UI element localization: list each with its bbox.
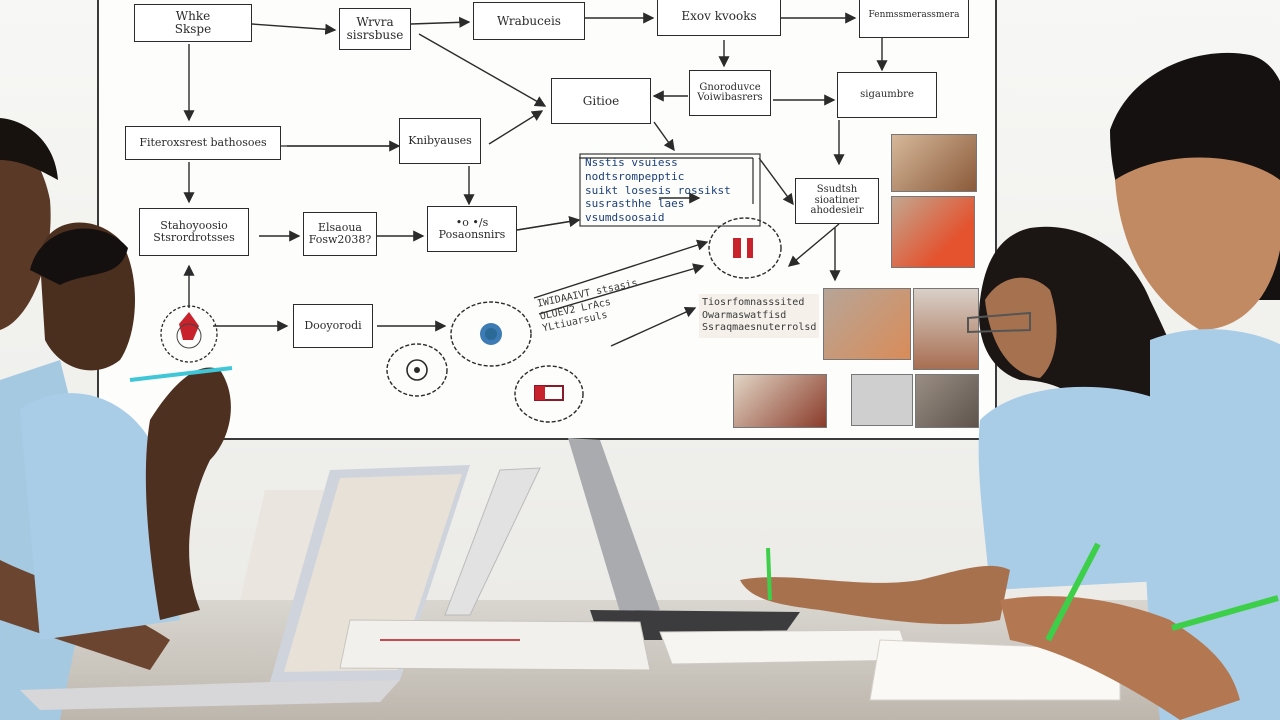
arrow (758, 157, 794, 206)
flowchart-arrows (160, 12, 888, 423)
connector-line (516, 219, 580, 231)
flowchart-box: •o •/s Posaonsnirs (427, 206, 517, 252)
notebooks (339, 619, 1121, 701)
student-far-right (1000, 52, 1280, 720)
doodle-eye (386, 343, 448, 397)
flowchart-box: Exov kvooks (657, 0, 781, 36)
flowchart-box: Knibyauses (399, 118, 481, 164)
photo-thumbnail (733, 374, 827, 428)
note-border (579, 153, 761, 227)
whiteboard: Whke Skspe Wrvra sisrsbuse Wrabuceis Exo… (97, 0, 997, 440)
flowchart-box: Wrvra sisrsbuse (339, 8, 411, 50)
laptop-left (20, 465, 470, 710)
photo-thumbnail (915, 374, 979, 428)
photo-thumbnail (891, 134, 977, 192)
doodle-globe (450, 301, 532, 367)
arrow (418, 33, 547, 107)
flowchart-box: Whke Skspe (134, 4, 252, 42)
laptop-center (444, 438, 800, 640)
flowchart-box: Gnoroduvce Voiwibasrers (689, 70, 771, 116)
annotation-note: Tiosrfomnasssited Owarmaswatfisd Ssraqma… (699, 294, 820, 338)
flowchart-box: Wrabuceis (473, 2, 585, 40)
flowchart-box: Stahoyoosio Stsrordrotsses (139, 208, 249, 256)
arrow (533, 239, 709, 299)
photo-thumbnail (851, 374, 913, 426)
flowchart-box: sigaumbre (837, 72, 937, 118)
arrow (251, 23, 337, 35)
arrow (787, 223, 840, 267)
doodle-red-figure (160, 305, 218, 363)
photo-thumbnail (823, 288, 911, 360)
annotation-note: Nsstis vsuiess nodtsrompepptic suikt los… (585, 156, 731, 224)
flowchart-box: Gitioe (551, 78, 651, 124)
arrow (488, 110, 544, 145)
flowchart-box: Elsaoua Fosw2038? (303, 212, 377, 256)
student-middle-right (740, 226, 1200, 625)
flowchart-box: Dooyorodi (293, 304, 373, 348)
arrow (538, 263, 705, 315)
arrow (410, 16, 471, 28)
student-left (20, 222, 233, 640)
arrow (653, 121, 675, 152)
doodle-heart-cloud (708, 217, 782, 279)
flowchart-box: Ssudtsh sioatiner ahodesieir (795, 178, 879, 224)
doodle-book (514, 365, 584, 423)
flowchart-box: Fiteroxsrest bathosoes (125, 126, 281, 160)
arrow (610, 306, 697, 347)
photo-thumbnail (891, 196, 975, 268)
flowchart-box: Fenmssmerassmera (859, 0, 969, 38)
